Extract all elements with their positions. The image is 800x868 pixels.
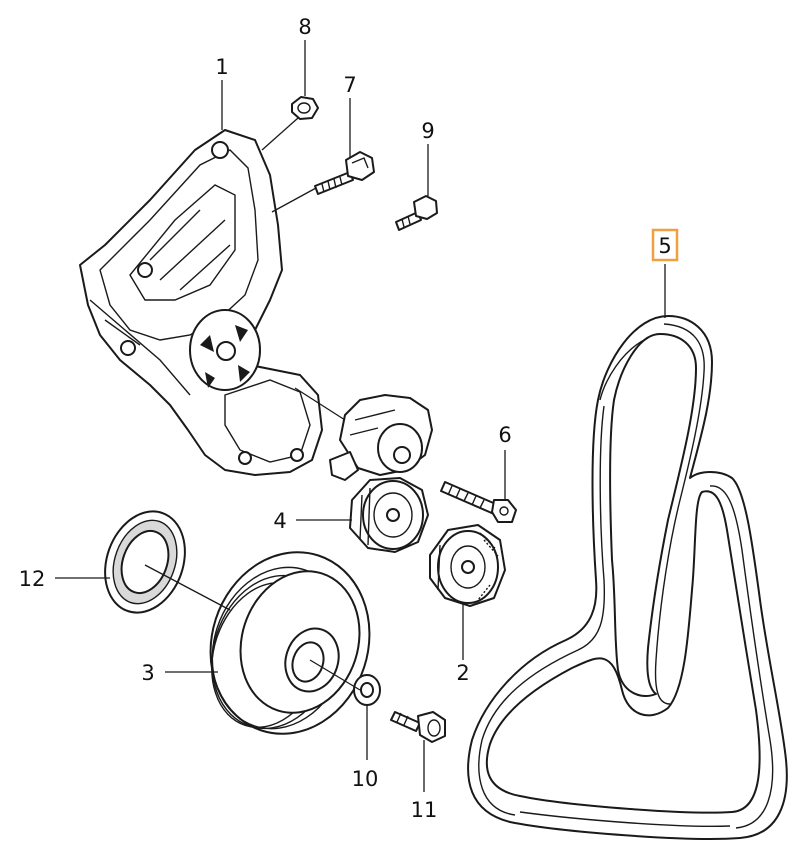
callout-4: 4: [273, 509, 286, 533]
crankshaft-pulley-part-3: [209, 551, 371, 735]
callout-8: 8: [298, 15, 311, 39]
bolt-part-9: [395, 195, 438, 231]
callout-3: 3: [141, 661, 154, 685]
washer-part-10: [353, 674, 381, 706]
callout-1: 1: [215, 55, 228, 79]
callout-5: 5: [658, 234, 671, 258]
callout-5-highlight: [651, 228, 679, 262]
drive-belt-part-5: [467, 315, 788, 840]
callout-2: 2: [456, 661, 469, 685]
callout-9: 9: [421, 119, 434, 143]
leader-lines: [55, 40, 666, 792]
bolt-part-7: [314, 151, 375, 195]
callout-11: 11: [411, 798, 438, 822]
seal-part-12: [104, 510, 186, 614]
bolt-part-11: [390, 711, 446, 743]
callout-10: 10: [352, 767, 379, 791]
nut-part-8: [291, 96, 319, 120]
idler-pulley-part-2: [429, 524, 506, 607]
callout-7: 7: [343, 73, 356, 97]
tensioner-assembly: [329, 394, 433, 481]
callout-6: 6: [498, 423, 511, 447]
callout-12: 12: [19, 567, 46, 591]
idler-pulley-part-4: [349, 477, 429, 553]
mounting-bracket-part-1: [79, 129, 323, 476]
bolt-part-6: [440, 481, 517, 523]
